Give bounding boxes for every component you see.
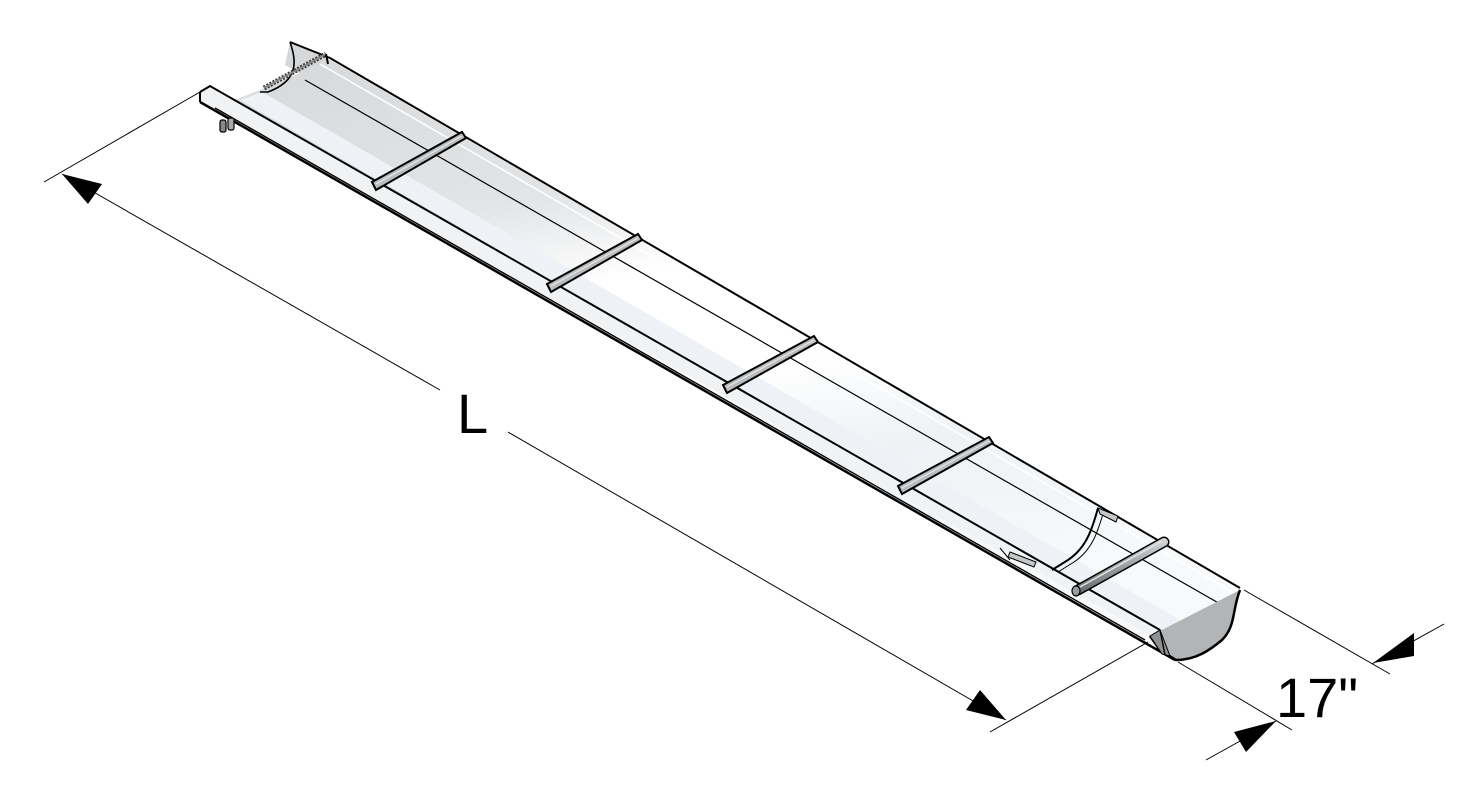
dimension-width-label: 17" xyxy=(1276,666,1359,729)
dimension-length-arrow-end-icon xyxy=(966,690,1006,720)
trough-splice-joint-inner xyxy=(1057,509,1105,573)
trough-splice-tab-top xyxy=(1097,507,1119,523)
trough-back-rim xyxy=(289,41,1241,589)
trough-front-flange xyxy=(200,86,1190,652)
trough-back-rim-highlight xyxy=(319,63,1237,595)
trough-right-end-inner-line xyxy=(1159,629,1166,656)
left-end-hardware xyxy=(219,51,329,133)
strap-1 xyxy=(370,130,468,192)
end-rod xyxy=(1071,536,1170,597)
strap-4 xyxy=(896,435,995,496)
dimension-length-label: L xyxy=(457,382,489,445)
chain-hook xyxy=(325,53,329,65)
trough-front-bottom-edge xyxy=(199,100,1176,662)
trough-body xyxy=(199,41,1242,662)
strap-3 xyxy=(721,334,820,395)
trough-back-inner-edge xyxy=(304,79,1223,606)
dimension-length-extension-end xyxy=(989,641,1149,733)
mounting-pins xyxy=(219,117,235,133)
dimension-length-line-b xyxy=(507,431,1007,721)
trough-splice-joint xyxy=(1051,507,1099,571)
dimension-length xyxy=(43,91,1149,733)
strap-2 xyxy=(545,232,644,294)
end-rod-cap xyxy=(1071,585,1081,597)
dimension-length-line-a xyxy=(61,173,441,391)
trough-straps xyxy=(370,130,995,496)
trough-light-stripe xyxy=(240,92,1180,632)
dimension-width-extension-top xyxy=(1243,589,1391,675)
trough-splice-tab-bottom xyxy=(1007,551,1037,568)
mounting-pin-1 xyxy=(219,119,227,133)
dimension-width-extension-bottom xyxy=(1177,661,1293,731)
trough-right-end-profile xyxy=(1148,589,1242,662)
trough-front-inner-edge xyxy=(214,107,1146,641)
dimension-width xyxy=(1177,589,1445,761)
mounting-pin-2 xyxy=(227,117,235,131)
trough-front-flange-top xyxy=(199,84,1161,631)
dimension-width-arrow-top-icon xyxy=(1373,633,1414,663)
dimension-width-arrow-bottom-icon xyxy=(1234,721,1276,752)
dimension-length-arrow-start-icon xyxy=(62,174,102,204)
trough-right-end-shadow xyxy=(1149,629,1171,657)
chain-core xyxy=(263,53,327,89)
trough-splice-seam xyxy=(999,547,1011,561)
dimension-length-extension-start xyxy=(43,91,201,183)
